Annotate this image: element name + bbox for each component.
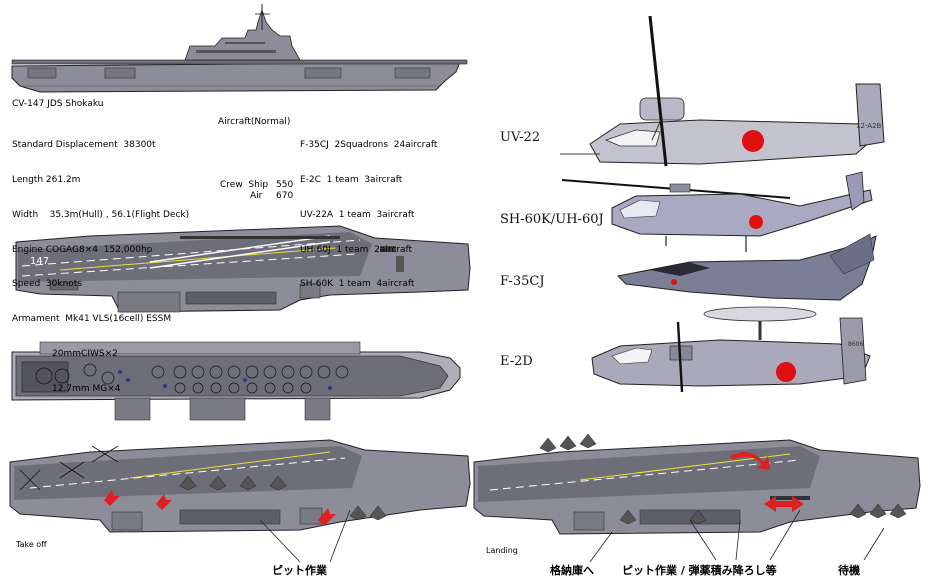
uv22-aircraft: 12-A2B bbox=[560, 15, 885, 167]
sh60-label: SH-60K/UH-60J bbox=[500, 212, 604, 227]
landing-deck-view bbox=[473, 433, 921, 535]
aircraft-line: UH-60J 1 team 2aircraft bbox=[300, 244, 413, 255]
hangar-deck-view bbox=[11, 341, 461, 421]
spec-line: Width 35.3m(Hull) , 56.1(Flight Deck) bbox=[12, 209, 190, 220]
hinomaru-icon bbox=[749, 215, 763, 229]
uv22-tail-code: 12-A2B bbox=[856, 122, 882, 130]
sh60-helicopter bbox=[561, 171, 873, 252]
spec-line: 12.7mm MG×4 bbox=[12, 383, 121, 394]
crew-ship-label: Crew Ship bbox=[220, 180, 269, 190]
crew-air-value: 670 bbox=[276, 191, 294, 201]
spec-line: Length 261.2m bbox=[12, 174, 81, 185]
aircraft-line: E-2C 1 team 3aircraft bbox=[300, 174, 403, 185]
landing-label: Landing bbox=[486, 546, 518, 555]
to-hangar-label: 格納庫へ bbox=[550, 564, 594, 577]
takeoff-deck-view bbox=[9, 439, 471, 533]
pit-work-label: ピット作業 bbox=[272, 564, 327, 577]
crew-air-label: Air bbox=[250, 191, 263, 201]
ship-side-profile bbox=[11, 4, 468, 93]
callout-lines bbox=[259, 509, 885, 563]
flight-deck-top-view: 147 bbox=[15, 225, 471, 313]
takeoff-label: Take off bbox=[16, 540, 47, 549]
e2d-aircraft: 8606 bbox=[591, 306, 871, 393]
e2d-tail-code: 8606 bbox=[848, 341, 863, 348]
spec-line: Engine COGAG8×4 152,000hp bbox=[12, 244, 153, 255]
aircraft-line: SH-60K 1 team 4aircraft bbox=[300, 279, 415, 290]
hinomaru-icon bbox=[776, 362, 796, 382]
uv22-label: UV-22 bbox=[500, 130, 541, 145]
standby-label: 待機 bbox=[838, 564, 860, 577]
spec-line: Armament Mk41 VLS(16cell) ESSM bbox=[12, 314, 172, 325]
radome bbox=[703, 306, 817, 322]
pit-rearm-label: ピット作業 / 弾薬積み降ろし等 bbox=[622, 564, 777, 577]
aircraft-line: UV-22A 1 team 3aircraft bbox=[300, 209, 415, 220]
aircraft-line: F-35CJ 2Squadrons 24aircraft bbox=[300, 140, 438, 151]
ship-specs: Standard Displacement 38300t Length 261.… bbox=[12, 117, 189, 407]
aircraft-list: F-35CJ 2Squadrons 24aircraft E-2C 1 team… bbox=[300, 117, 437, 303]
f35-label: F-35CJ bbox=[500, 274, 545, 289]
hinomaru-icon bbox=[742, 130, 764, 152]
spec-line: 20mmCIWS×2 bbox=[12, 348, 118, 359]
spec-line: Speed 30knots bbox=[12, 279, 83, 290]
aircraft-label: Aircraft(Normal) bbox=[218, 117, 291, 127]
ship-name: CV-147 JDS Shokaku bbox=[12, 99, 104, 109]
crew-ship-value: 550 bbox=[276, 180, 294, 190]
spec-line: Standard Displacement 38300t bbox=[12, 140, 156, 151]
e2d-label: E-2D bbox=[500, 354, 533, 369]
f35cj-aircraft bbox=[616, 233, 877, 301]
hinomaru-icon bbox=[671, 279, 677, 285]
deck-hull-number: 147 bbox=[30, 256, 49, 267]
